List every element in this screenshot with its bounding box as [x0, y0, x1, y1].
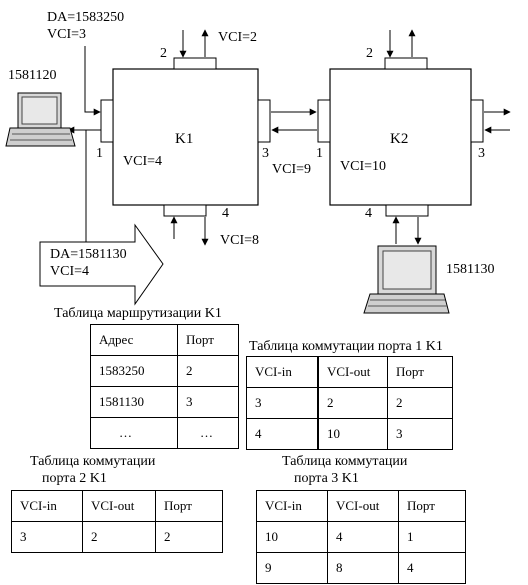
routing-table-caption: Таблица маршрутизации K1: [54, 306, 222, 321]
table-row: 1581130 3: [90, 386, 239, 418]
k2-port4-number: 4: [365, 206, 372, 221]
port1-table-caption: Таблица коммутации порта 1 K1: [249, 339, 443, 354]
table-cell: 1581130: [90, 386, 178, 418]
k2-port2-stub: [384, 57, 428, 70]
table-cell: 4: [327, 521, 399, 553]
host2-address: 1581130: [446, 262, 495, 277]
port2-switching-table: VCI-in VCI-out Порт 3 2 2: [11, 490, 223, 553]
header-cell: VCI-out: [317, 356, 388, 388]
k1-port1-number: 1: [96, 146, 103, 161]
k2-port1-number: 1: [316, 146, 323, 161]
k1-vci-inside: VCI=4: [123, 154, 163, 169]
table-cell: 8: [327, 552, 399, 584]
header-cell: VCI-out: [327, 490, 399, 522]
k1-name: K1: [175, 131, 194, 147]
host1-address: 1581120: [8, 68, 57, 83]
incoming-da-label: DA=1583250: [47, 10, 125, 25]
routing-table: Адрес Порт 1583250 2 1581130 3 … …: [90, 324, 239, 449]
header-cell: VCI-out: [82, 490, 156, 522]
laptop-icon-host1: [5, 92, 76, 147]
k1-port3-stub: [257, 99, 271, 143]
k2-port3-stub: [470, 99, 484, 143]
k2-port1-stub: [317, 99, 331, 143]
k1-port1-stub: [100, 99, 114, 143]
switch-k1-box: [112, 68, 259, 206]
table-cell: 3: [11, 521, 83, 553]
table-header-row: VCI-in VCI-out Порт: [246, 356, 453, 388]
table-cell: …: [90, 417, 178, 449]
port3-table-caption-line1: Таблица коммутации: [282, 454, 408, 469]
header-cell: VCI-in: [256, 490, 328, 522]
table-cell: …: [177, 417, 239, 449]
port3-table-caption-line2: порта 3 K1: [294, 471, 359, 486]
k1-port2-vci: VCI=2: [218, 30, 258, 45]
table-header-row: VCI-in VCI-out Порт: [11, 490, 223, 522]
table-row: … …: [90, 417, 239, 449]
table-cell: 1583250: [90, 355, 178, 387]
header-cell: VCI-in: [246, 356, 319, 388]
port3-switching-table: VCI-in VCI-out Порт 10 4 1 9 8 4: [256, 490, 466, 584]
k2-port4-stub: [385, 204, 429, 217]
table-row: 1583250 2: [90, 355, 239, 387]
k1-port4-vci: VCI=8: [220, 233, 260, 248]
table-cell: 3: [387, 418, 453, 450]
table-cell: 10: [317, 418, 388, 450]
table-row: 10 4 1: [256, 521, 466, 553]
table-row: 3 2 2: [246, 387, 453, 419]
table-header-row: Адрес Порт: [90, 324, 239, 356]
table-cell: 2: [177, 355, 239, 387]
header-cell: Адрес: [90, 324, 178, 356]
k1-port3-number: 3: [262, 146, 269, 161]
table-row: 3 2 2: [11, 521, 223, 553]
table-row: 4 10 3: [246, 418, 453, 450]
k1-port4-number: 4: [222, 206, 229, 221]
header-cell: Порт: [398, 490, 466, 522]
table-cell: 10: [256, 521, 328, 553]
incoming-vci-label: VCI=3: [47, 27, 87, 42]
header-cell: VCI-in: [11, 490, 83, 522]
table-cell: 1: [398, 521, 466, 553]
table-header-row: VCI-in VCI-out Порт: [256, 490, 466, 522]
k1-port2-number: 2: [160, 46, 167, 61]
incoming-vci3-arrow: [84, 46, 101, 116]
port2-table-caption-line1: Таблица коммутации: [30, 454, 156, 469]
table-cell: 3: [177, 386, 239, 418]
k2-port2-number: 2: [366, 46, 373, 61]
table-cell: 9: [256, 552, 328, 584]
port2-table-caption-line2: порта 2 K1: [42, 471, 107, 486]
header-cell: Порт: [155, 490, 223, 522]
table-row: 9 8 4: [256, 552, 466, 584]
port1-switching-table: VCI-in VCI-out Порт 3 2 2 4 10 3: [246, 356, 453, 450]
table-cell: 2: [155, 521, 223, 553]
big-arrow-da-label: DA=1581130: [50, 247, 127, 262]
table-cell: 4: [246, 418, 319, 450]
table-cell: 4: [398, 552, 466, 584]
k2-vci-inside: VCI=10: [340, 159, 387, 174]
k2-port3-number: 3: [478, 146, 485, 161]
laptop-icon-host2: [363, 245, 450, 314]
table-cell: 3: [246, 387, 319, 419]
table-cell: 2: [387, 387, 453, 419]
header-cell: Порт: [387, 356, 453, 388]
link-vci-label: VCI=9: [272, 162, 312, 177]
big-arrow-vci-label: VCI=4: [50, 264, 90, 279]
k2-name: K2: [390, 131, 409, 147]
header-cell: Порт: [177, 324, 239, 356]
table-cell: 2: [317, 387, 388, 419]
k1-port4-stub: [163, 204, 207, 217]
big-block-arrow: [39, 223, 164, 306]
k1-port2-stub: [173, 57, 217, 70]
table-cell: 2: [82, 521, 156, 553]
